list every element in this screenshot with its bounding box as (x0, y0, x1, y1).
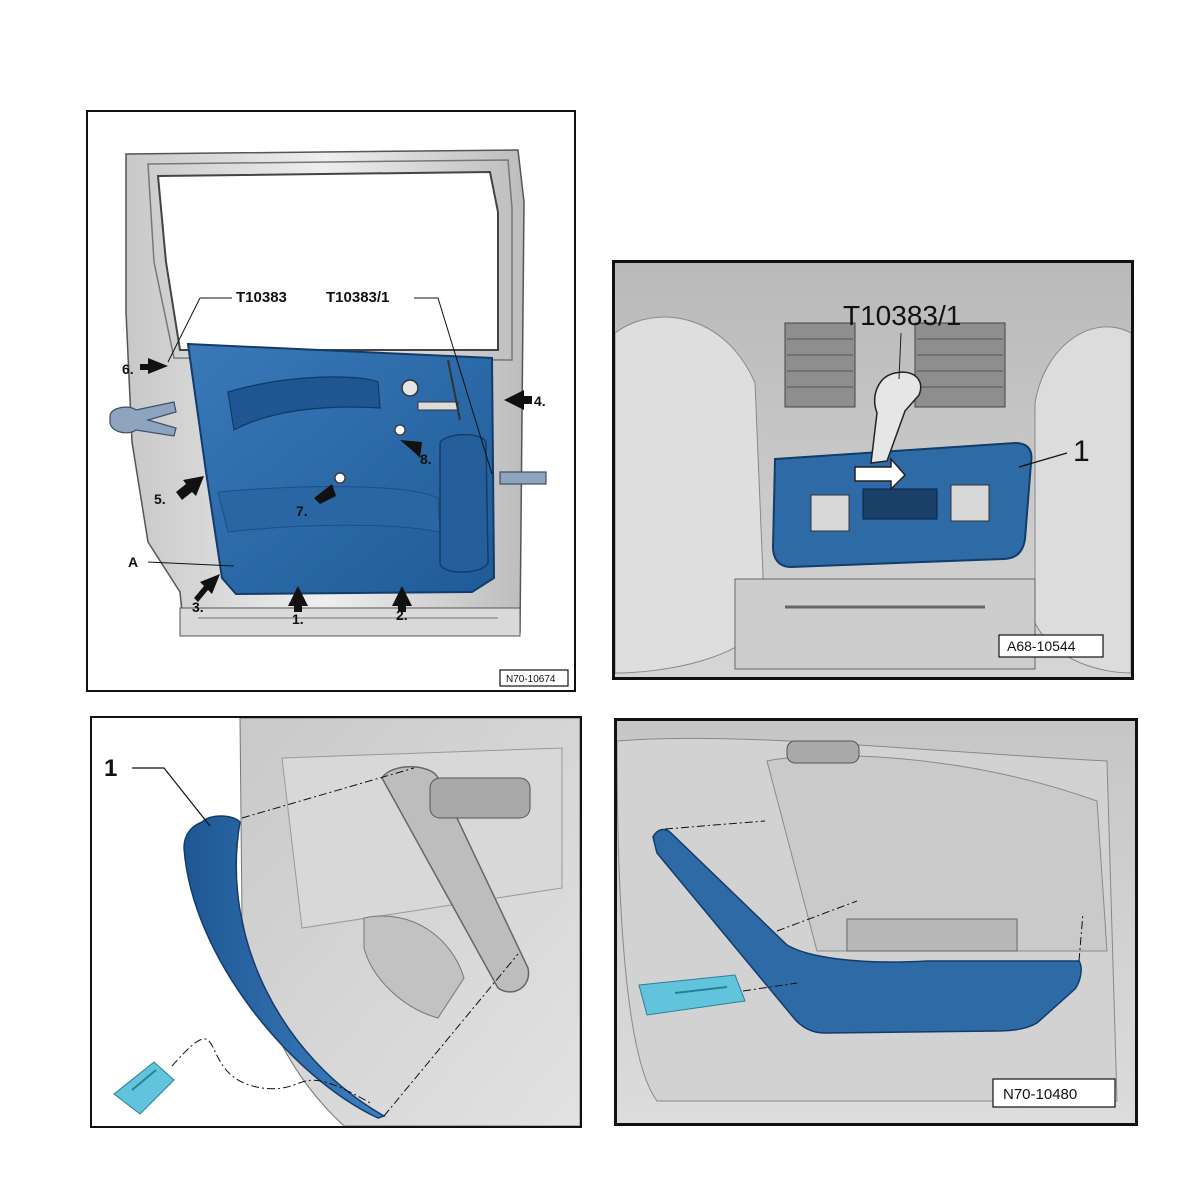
tool-t10383-icon (109, 401, 177, 437)
air-vent-right (914, 322, 1006, 408)
console-trim-illustration: T10383/1 1 A68-10544 (615, 263, 1131, 677)
label-step-6: 6. (122, 361, 134, 377)
wedge-tool-icon (113, 1061, 175, 1115)
label-t10383-1: T10383/1 (326, 289, 389, 306)
label-part-1: 1 (1073, 435, 1090, 468)
tool-t10383-1-icon (499, 471, 547, 485)
label-step-3: 3. (192, 599, 204, 615)
label-step-2: 2. (396, 607, 408, 623)
label-step-8: 8. (420, 451, 432, 467)
screw-8-icon (394, 424, 406, 436)
label-step-1: 1. (292, 611, 304, 627)
screw-7-icon (334, 472, 346, 484)
armrest-trim-illustration: N70-10480 (617, 721, 1135, 1123)
panel-grab-handle-trim: 1 (90, 716, 582, 1128)
label-t10383: T10383 (236, 289, 287, 306)
label-step-5: 5. (154, 491, 166, 507)
arrow-1-icon (288, 586, 308, 612)
push-arrow-icon (854, 457, 907, 491)
panel-armrest-trim: N70-10480 (614, 718, 1138, 1126)
panel-console-trim: T10383/1 1 A68-10544 (612, 260, 1134, 680)
grab-handle-trim-1 (183, 815, 386, 1119)
armrest-trim-panel (652, 828, 1082, 1034)
tool-t10383-1-icon (870, 371, 922, 464)
arrow-5-icon (176, 476, 204, 500)
wedge-tool-icon (638, 974, 746, 1016)
label-t10383-1: T10383/1 (843, 300, 961, 331)
window-opening (156, 170, 499, 351)
arrow-3-icon (194, 574, 220, 602)
grab-handle-illustration: 1 (104, 718, 580, 1126)
label-step-7: 7. (296, 503, 308, 519)
label-step-4: 4. (534, 393, 546, 409)
figure-code: N70-10674 (506, 674, 556, 685)
arrow-8-icon (400, 440, 422, 458)
arrow-2-icon (392, 586, 412, 612)
air-vent-left (784, 322, 856, 408)
door-trim-illustration: T10383 T10383/1 1. 2. 3. 4. 5. 6. 7. 8. … (109, 149, 569, 687)
panel-door-trim-removal: T10383 T10383/1 1. 2. 3. 4. 5. 6. 7. 8. … (86, 110, 576, 692)
arrow-4-icon (504, 390, 532, 410)
arrow-6-icon (140, 358, 168, 374)
figure-code: N70-10480 (1003, 1086, 1077, 1103)
label-part-1: 1 (104, 755, 117, 782)
label-part-a: A (128, 554, 138, 570)
arrow-7-icon (314, 484, 336, 504)
step-arrows (140, 358, 532, 612)
figure-code: A68-10544 (1007, 638, 1076, 654)
